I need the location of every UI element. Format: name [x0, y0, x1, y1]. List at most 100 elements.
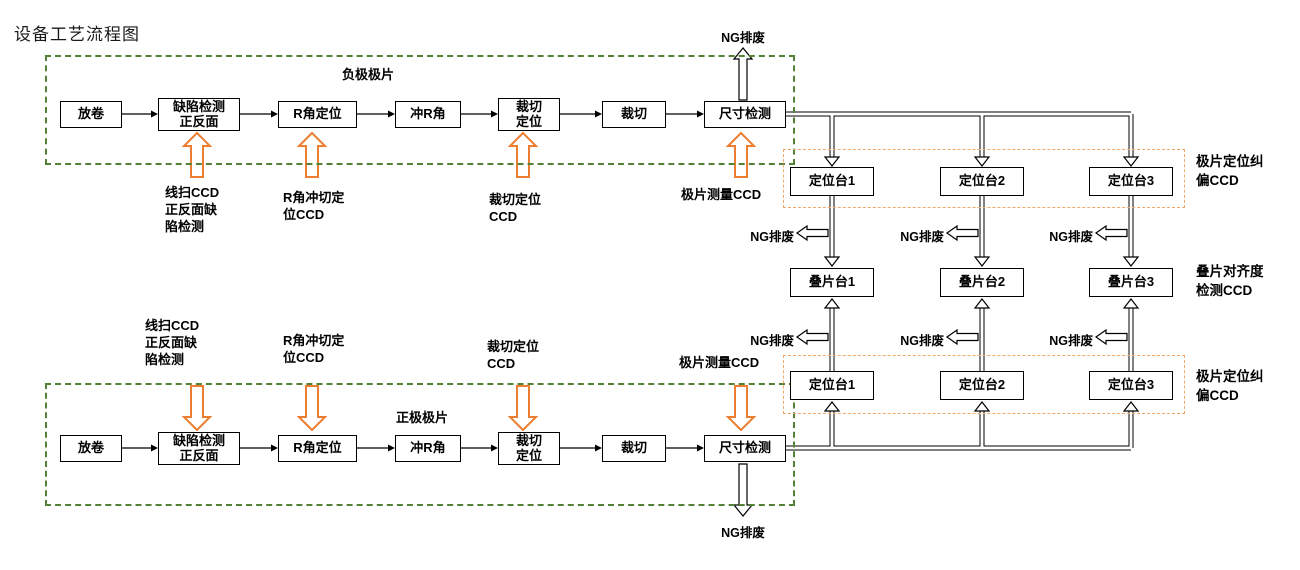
side-label-upper-positioning-ccd: 极片定位纠 偏CCD	[1196, 154, 1264, 188]
pos-flow-node-r-corner-punch: 冲R角	[395, 435, 461, 462]
down-block-arrow-icon	[181, 385, 213, 432]
ng-label-top: NG排废	[721, 31, 765, 45]
pos-flow-node-r-corner-locate: R角定位	[278, 435, 357, 462]
neg-flow-node-dimension-inspect: 尺寸检测	[704, 101, 786, 128]
stacking-table-1: 叠片台1	[790, 268, 874, 297]
negative-group-box	[45, 55, 795, 165]
right-arrowhead-icon	[271, 444, 278, 452]
ng-label-mid-5: NG排废	[900, 334, 944, 348]
upper-positioning-table-1: 定位台1	[790, 167, 874, 196]
stacking-table-2: 叠片台2	[940, 268, 1024, 297]
ng-label-mid-2: NG排废	[900, 230, 944, 244]
down-arrowhead-icon	[1122, 156, 1140, 167]
ng-label-bottom: NG排废	[721, 526, 765, 540]
double-line-path	[830, 307, 1133, 371]
neg-flow-node-unwind: 放卷	[60, 101, 122, 128]
transfer-line-network	[786, 111, 1140, 451]
right-arrowhead-icon	[595, 444, 602, 452]
left-ng-arrow-icon	[945, 328, 979, 346]
up-block-arrow-icon	[507, 131, 539, 178]
ng-label-mid-1: NG排废	[750, 230, 794, 244]
neg-flow-node-r-corner-punch: 冲R角	[395, 101, 461, 128]
down-block-arrow-icon	[725, 385, 757, 432]
upper-positioning-table-2: 定位台2	[940, 167, 1024, 196]
right-arrowhead-icon	[491, 110, 498, 118]
down-arrowhead-icon	[1122, 256, 1140, 267]
pos-ccd-callout-2: R角冲切定 位CCD	[283, 333, 345, 365]
pos-flow-arrows	[122, 444, 704, 452]
positive-group-label: 正极极片	[396, 410, 449, 425]
pos-flow-node-cut-locate: 裁切 定位	[498, 432, 560, 465]
pos-flow-node-unwind: 放卷	[60, 435, 122, 462]
double-line-path	[830, 196, 1133, 258]
double-line-path	[786, 411, 1134, 451]
left-ng-arrow-icon	[1094, 224, 1128, 242]
ng-label-mid-4: NG排废	[750, 334, 794, 348]
neg-ccd-callout-2: R角冲切定 位CCD	[283, 190, 345, 222]
left-ng-arrow-icon	[1094, 328, 1128, 346]
upper-positioning-table-3: 定位台3	[1089, 167, 1173, 196]
neg-flow-node-r-corner-locate: R角定位	[278, 101, 357, 128]
lower-positioning-table-1: 定位台1	[790, 371, 874, 400]
neg-ccd-callout-4: 极片测量CCD	[681, 187, 762, 202]
page-title: 设备工艺流程图	[14, 25, 140, 44]
lower-positioning-group-box	[783, 355, 1185, 414]
up-arrowhead-icon	[823, 298, 841, 309]
pos-ccd-callout-4: 极片测量CCD	[679, 355, 760, 370]
right-arrowhead-icon	[491, 444, 498, 452]
upper-positioning-group-box	[783, 149, 1185, 208]
right-arrowhead-icon	[595, 110, 602, 118]
up-arrowhead-icon	[1122, 298, 1140, 309]
side-label-stacking-ccd: 叠片对齐度 检测CCD	[1196, 264, 1264, 298]
ng-label-mid-3: NG排废	[1049, 230, 1093, 244]
down-arrowhead-icon	[973, 156, 991, 167]
pos-flow-node-dimension-inspect: 尺寸检测	[704, 435, 786, 462]
ccd-camera-arrows-positive	[181, 385, 757, 432]
right-arrowhead-icon	[697, 444, 704, 452]
down-block-arrow-icon	[507, 385, 539, 432]
neg-flow-node-defect-inspect: 缺陷检测 正反面	[158, 98, 240, 131]
stacking-table-3: 叠片台3	[1089, 268, 1173, 297]
side-label-lower-positioning-ccd: 极片定位纠 偏CCD	[1196, 369, 1264, 403]
ng-reject-arrows	[732, 47, 1128, 517]
double-line-path	[786, 112, 1133, 158]
up-ng-arrow-icon	[732, 47, 754, 101]
down-arrowhead-icon	[823, 156, 841, 167]
pos-flow-node-defect-inspect: 缺陷检测 正反面	[158, 432, 240, 465]
right-arrowhead-icon	[151, 444, 158, 452]
left-ng-arrow-icon	[945, 224, 979, 242]
up-block-arrow-icon	[181, 131, 213, 178]
left-ng-arrow-icon	[795, 224, 829, 242]
down-arrowhead-icon	[973, 256, 991, 267]
up-arrowhead-icon	[973, 298, 991, 309]
right-arrowhead-icon	[151, 110, 158, 118]
right-arrowhead-icon	[388, 444, 395, 452]
negative-group-label: 负极极片	[342, 67, 395, 82]
left-ng-arrow-icon	[795, 328, 829, 346]
neg-flow-node-cut-locate: 裁切 定位	[498, 98, 560, 131]
right-arrowhead-icon	[697, 110, 704, 118]
neg-flow-node-cut: 裁切	[602, 101, 666, 128]
lower-positioning-table-3: 定位台3	[1089, 371, 1173, 400]
lower-positioning-table-2: 定位台2	[940, 371, 1024, 400]
pos-ccd-callout-1: 线扫CCD 正反面缺 陷检测	[145, 318, 200, 367]
ng-label-mid-6: NG排废	[1049, 334, 1093, 348]
up-arrowhead-icon	[823, 401, 841, 412]
double-line-path	[786, 411, 1133, 450]
neg-flow-arrows	[122, 110, 704, 118]
right-arrowhead-icon	[388, 110, 395, 118]
up-arrowhead-icon	[1122, 401, 1140, 412]
right-arrowhead-icon	[271, 110, 278, 118]
ccd-camera-arrows-negative	[181, 131, 757, 178]
up-block-arrow-icon	[296, 131, 328, 178]
pos-flow-node-cut: 裁切	[602, 435, 666, 462]
down-block-arrow-icon	[296, 385, 328, 432]
pos-ccd-callout-3: 裁切定位 CCD	[487, 339, 540, 371]
up-block-arrow-icon	[725, 131, 757, 178]
neg-ccd-callout-1: 线扫CCD 正反面缺 陷检测	[165, 185, 220, 234]
down-arrowhead-icon	[823, 256, 841, 267]
up-arrowhead-icon	[973, 401, 991, 412]
neg-ccd-callout-3: 裁切定位 CCD	[489, 192, 542, 224]
